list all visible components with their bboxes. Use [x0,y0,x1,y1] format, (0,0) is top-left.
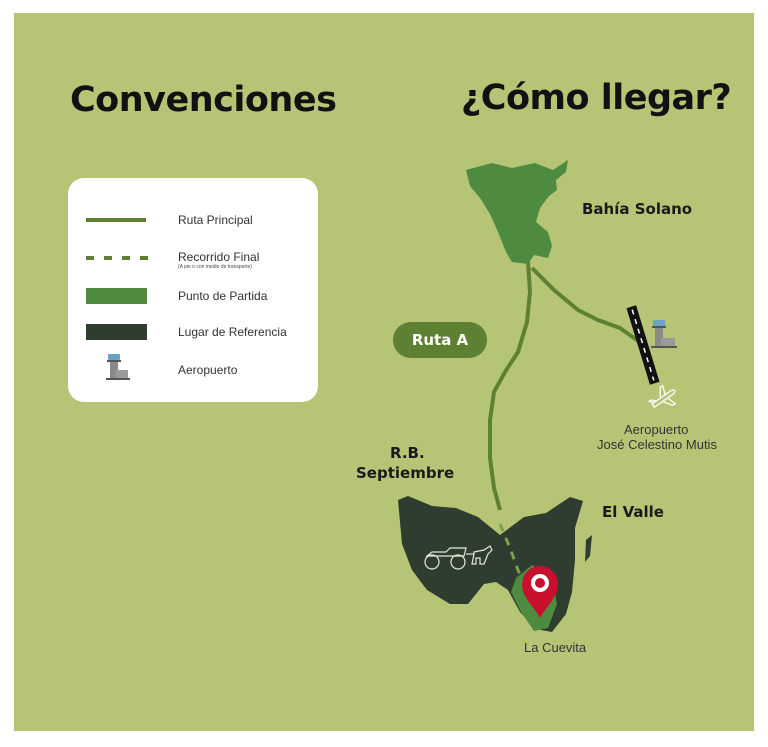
label-la-cuevita: La Cuevita [524,640,587,655]
conventions-title: Convenciones [70,80,337,120]
legend-item-start-point: Punto de Partida [68,286,318,306]
solid-line-icon [86,218,146,222]
airplane-icon [647,384,677,409]
map-pin-icon [522,566,558,618]
light-green-swatch [86,288,147,304]
control-tower-icon [651,320,677,348]
how-to-get-title: ¿Cómo llegar? [461,78,732,118]
airport-route-line [530,266,648,348]
bahia-solano-area [466,160,568,264]
label-rb-line2: Septiembre [356,464,455,482]
main-route-line [488,261,533,511]
label-airport-line1: Aeropuerto [624,422,689,437]
carriage-icon [424,545,493,570]
label-rb-line1: R.B. [390,444,425,462]
route-a-badge: Ruta A [393,322,487,358]
legend-box: Ruta Principal Recorrido Final (A pie o … [68,178,318,402]
label-airport-line2: José Celestino Mutis [597,437,717,452]
label-el-valle: El Valle [602,503,664,521]
runway [626,305,660,385]
control-tower-icon [106,354,130,380]
legend-item-reference: Lugar de Referencia [68,322,318,342]
legend-item-final-route: Recorrido Final (A pie o con medio de tr… [68,248,318,270]
legend-item-main-route: Ruta Principal [68,210,318,230]
label-bahia-solano: Bahía Solano [582,200,693,218]
legend-item-airport: Aeropuerto [68,354,318,386]
reference-area-small [585,535,592,562]
dark-green-swatch [86,324,147,340]
